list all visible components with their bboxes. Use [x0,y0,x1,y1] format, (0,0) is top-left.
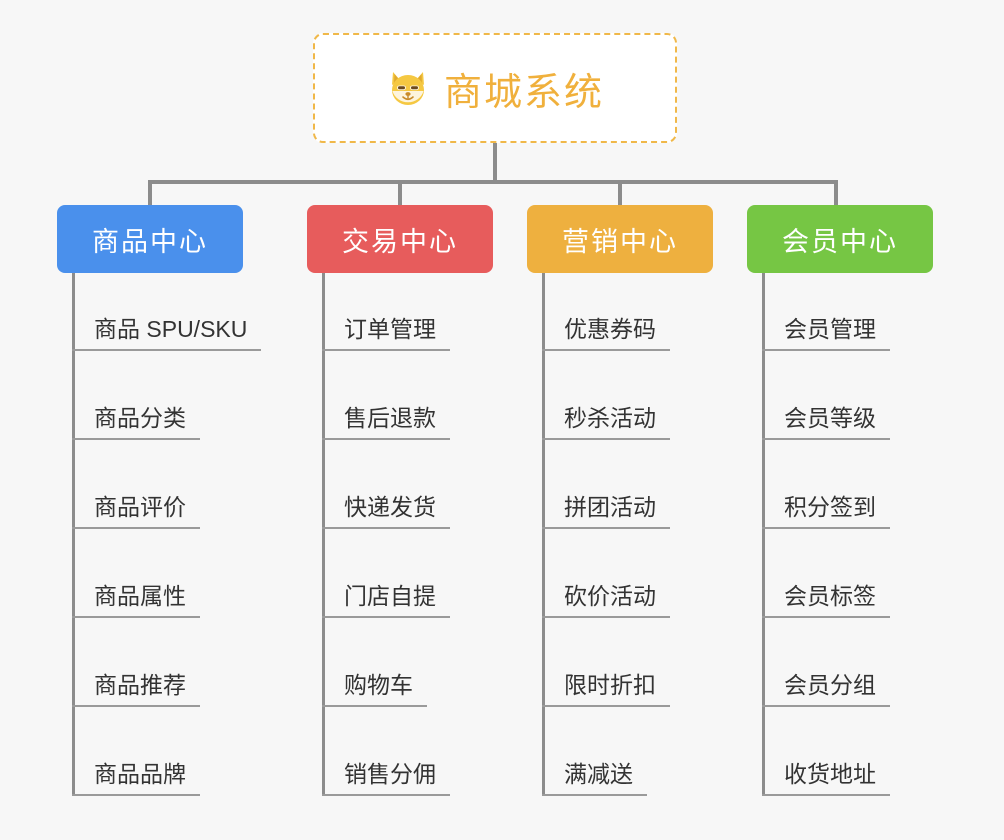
category-label-2: 交易中心 [342,226,458,257]
leaf-item[interactable]: 会员分组 [762,671,890,707]
category-box-1[interactable]: 商品中心 [57,205,243,273]
connector-horizontal-bus [148,180,838,184]
leaf-item[interactable]: 秒杀活动 [542,404,670,440]
leaf-item[interactable]: 会员等级 [762,404,890,440]
branch-spine-3 [542,273,545,794]
branch-spine-2 [322,273,325,794]
leaf-label: 会员等级 [784,405,876,431]
leaf-label: 满减送 [564,761,633,787]
leaf-item[interactable]: 收货地址 [762,760,890,796]
branch-spine-4 [762,273,765,794]
leaf-item[interactable]: 拼团活动 [542,493,670,529]
leaf-item[interactable]: 会员标签 [762,582,890,618]
connector-drop-1 [148,180,152,207]
leaf-label: 秒杀活动 [564,405,656,431]
leaf-item[interactable]: 订单管理 [322,315,450,351]
leaf-item[interactable]: 砍价活动 [542,582,670,618]
leaf-item[interactable]: 门店自提 [322,582,450,618]
leaf-label: 会员标签 [784,583,876,609]
leaf-label: 快递发货 [344,494,436,520]
leaf-item[interactable]: 销售分佣 [322,760,450,796]
category-box-2[interactable]: 交易中心 [307,205,493,273]
category-box-3[interactable]: 营销中心 [527,205,713,273]
leaf-item[interactable]: 限时折扣 [542,671,670,707]
category-label-4: 会员中心 [782,226,898,257]
branch-spine-1 [72,273,75,794]
leaf-label: 会员管理 [784,316,876,342]
leaf-item[interactable]: 商品评价 [72,493,200,529]
leaf-label: 商品分类 [94,405,186,431]
leaf-item[interactable]: 满减送 [542,760,647,796]
leaf-item[interactable]: 商品属性 [72,582,200,618]
leaf-label: 限时折扣 [564,672,656,698]
category-label-3: 营销中心 [562,226,678,257]
leaf-item[interactable]: 商品分类 [72,404,200,440]
leaf-label: 售后退款 [344,405,436,431]
leaf-label: 商品属性 [94,583,186,609]
connector-drop-3 [618,180,622,207]
leaf-item[interactable]: 购物车 [322,671,427,707]
leaf-label: 砍价活动 [564,583,656,609]
leaf-label: 订单管理 [344,316,436,342]
leaf-item[interactable]: 优惠券码 [542,315,670,351]
leaf-label: 门店自提 [344,583,436,609]
leaf-label: 优惠券码 [564,316,656,342]
leaf-label: 商品品牌 [94,761,186,787]
leaf-label: 积分签到 [784,494,876,520]
leaf-item[interactable]: 商品品牌 [72,760,200,796]
leaf-label: 商品 SPU/SKU [94,316,248,342]
leaf-label: 拼团活动 [564,494,656,520]
leaf-label: 收货地址 [784,761,876,787]
root-title: 商城系统 [443,71,604,114]
leaf-item[interactable]: 商品 SPU/SKU [72,315,262,351]
leaf-item[interactable]: 快递发货 [322,493,450,529]
leaf-label: 商品推荐 [94,672,186,698]
leaf-label: 商品评价 [94,494,186,520]
leaf-item[interactable]: 商品推荐 [72,671,200,707]
root-node[interactable]: 商城系统 [313,33,677,143]
leaf-item[interactable]: 积分签到 [762,493,890,529]
leaf-label: 会员分组 [784,672,876,698]
connector-drop-2 [398,180,402,207]
leaf-item[interactable]: 售后退款 [322,404,450,440]
category-box-4[interactable]: 会员中心 [747,205,933,273]
connector-root-trunk [493,143,497,183]
connector-drop-4 [834,180,838,207]
dog-face-icon [386,66,430,110]
leaf-label: 销售分佣 [344,761,436,787]
category-label-1: 商品中心 [92,226,208,257]
leaf-item[interactable]: 会员管理 [762,315,890,351]
leaf-label: 购物车 [344,672,413,698]
